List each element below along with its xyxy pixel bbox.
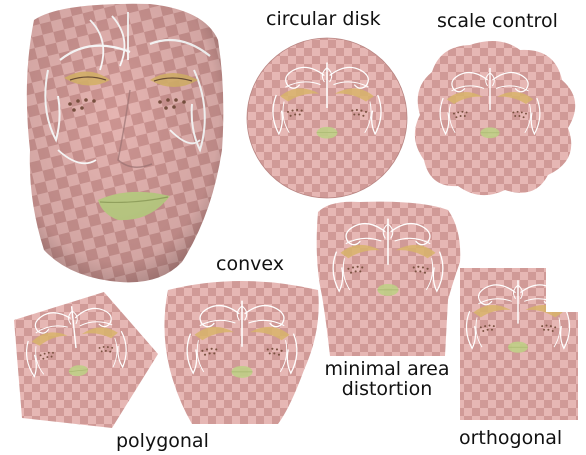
orthogonal-parameterization bbox=[455, 260, 585, 430]
label-convex: convex bbox=[216, 255, 284, 274]
minimal-area-distortion-parameterization bbox=[300, 195, 470, 365]
circular-disk-parameterization bbox=[240, 30, 420, 210]
label-circular-disk: circular disk bbox=[266, 10, 381, 29]
label-scale-control: scale control bbox=[437, 12, 558, 31]
label-minimal-area-distortion: minimal area distortion bbox=[318, 360, 456, 400]
polygonal-parameterization bbox=[5, 285, 165, 435]
label-polygonal: polygonal bbox=[116, 432, 209, 451]
face-3d-model bbox=[27, 4, 224, 283]
convex-parameterization bbox=[150, 270, 330, 430]
scale-control-parameterization bbox=[400, 30, 586, 210]
label-orthogonal: orthogonal bbox=[459, 429, 562, 448]
